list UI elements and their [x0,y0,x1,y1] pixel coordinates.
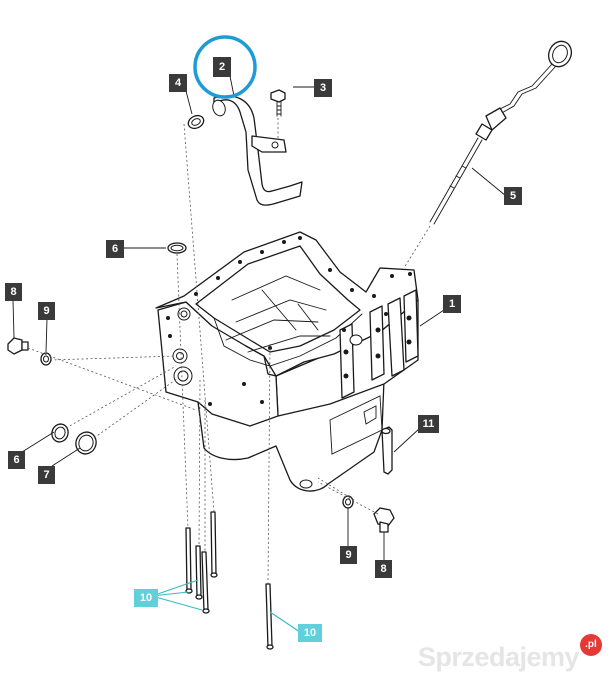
gasket-part-6-top [167,242,187,254]
callout-5: 5 [504,187,522,205]
dipstick-part-5 [429,40,573,225]
svg-text:11: 11 [423,418,435,430]
svg-text:9: 9 [345,549,351,561]
callout-11: 11 [418,415,439,433]
watermark-badge: .pl [580,634,602,656]
oil-filler-tube [212,95,303,206]
washer-part-9-right [342,495,354,509]
watermark-text: Sprzedajemy [417,642,580,672]
callout-9-left: 9 [38,302,55,320]
watermark: Sprzedajemy.pl [417,634,602,673]
callout-2: 2 [213,57,231,77]
svg-text:10: 10 [304,627,316,639]
svg-text:2: 2 [219,61,225,73]
callout-10-right: 10 [298,624,322,642]
washer-part-9-left [40,352,52,366]
plug-part-8-left [7,337,29,355]
long-bolts-part-10 [185,511,274,650]
svg-text:7: 7 [43,469,49,481]
svg-text:1: 1 [449,298,455,310]
oil-pan-part-1 [155,231,419,492]
highlight-circle [193,35,257,99]
svg-text:8: 8 [380,563,386,575]
o-ring-part-4 [187,114,205,130]
o-rings-lower-left [51,423,97,455]
svg-text:3: 3 [320,82,326,94]
callout-7: 7 [38,466,55,484]
callout-4: 4 [169,74,187,92]
callout-6-lower: 6 [8,451,25,469]
svg-text:9: 9 [43,305,49,317]
svg-text:10: 10 [140,592,152,604]
leader-lines [12,75,507,633]
callout-10-left: 10 [134,589,158,607]
svg-text:6: 6 [112,243,118,255]
callout-3: 3 [314,79,332,97]
callout-8-right: 8 [375,560,392,578]
svg-text:6: 6 [13,454,19,466]
svg-text:8: 8 [10,286,16,298]
callout-1: 1 [443,295,461,313]
bolt-part-11 [381,426,393,475]
svg-text:4: 4 [175,77,182,89]
bolt-part-3 [270,89,286,117]
callout-6-top: 6 [106,240,124,258]
plug-part-8-right [373,507,395,533]
callout-9-right: 9 [340,546,357,564]
callout-8-left: 8 [5,283,22,301]
svg-text:5: 5 [510,190,516,202]
assembly-lines [27,118,431,585]
